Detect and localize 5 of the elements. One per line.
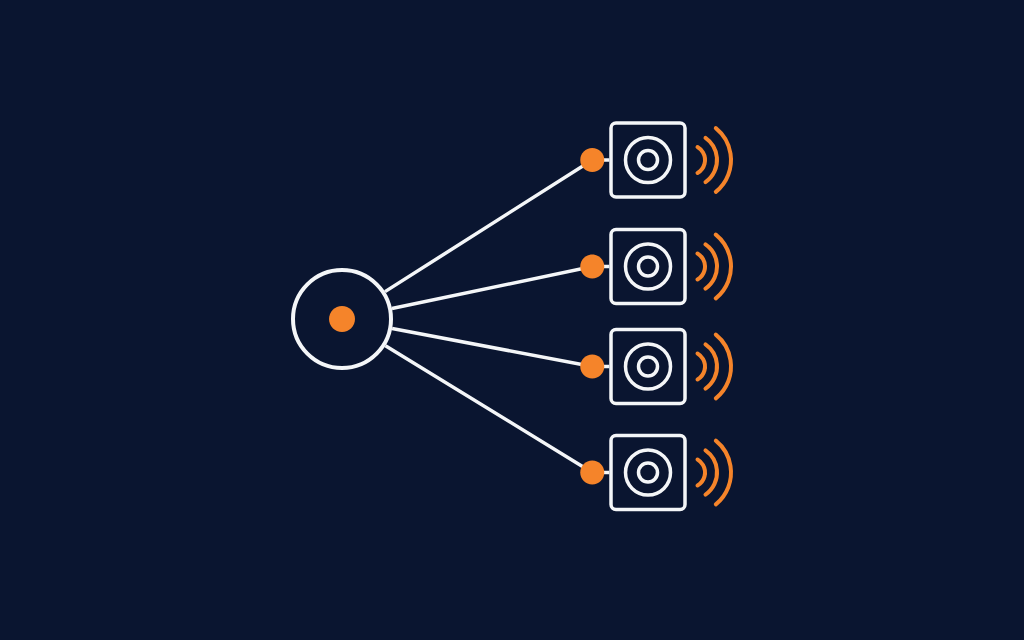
connector-line	[384, 148, 610, 294]
connector-line	[391, 254, 610, 311]
connector-line	[384, 344, 610, 485]
connector-line	[391, 326, 610, 379]
hub-circle	[291, 268, 393, 370]
